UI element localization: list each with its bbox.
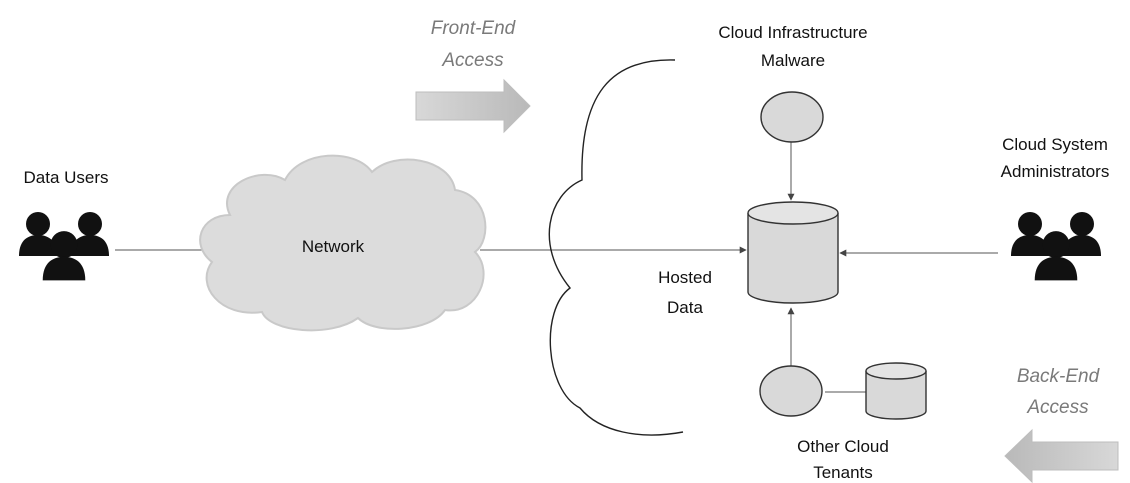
administrators-label-line1: Cloud System bbox=[1002, 135, 1108, 154]
cloud-boundary bbox=[548, 59, 684, 436]
tenant-data-cylinder bbox=[865, 362, 927, 420]
back-end-access-label-line1: Back-End bbox=[1017, 366, 1101, 387]
administrators-icon bbox=[1011, 212, 1101, 281]
front-end-access-label-line2: Access bbox=[441, 50, 504, 71]
front-end-access-label-line1: Front-End bbox=[431, 18, 517, 39]
back-end-access-label-line2: Access bbox=[1026, 397, 1089, 418]
hosted-data-cylinder bbox=[747, 201, 839, 304]
network-label: Network bbox=[302, 237, 365, 256]
data-users-label: Data Users bbox=[23, 168, 108, 187]
malware-label-line2: Malware bbox=[761, 51, 825, 70]
front-end-access-arrow bbox=[415, 78, 531, 134]
data-users-icon bbox=[19, 212, 109, 281]
hosted-data-label-line1: Hosted bbox=[658, 268, 712, 287]
malware-label-line1: Cloud Infrastructure bbox=[718, 23, 867, 42]
network-cloud: Network bbox=[199, 154, 487, 332]
malware-node bbox=[760, 91, 824, 143]
other-tenants-label-line2: Tenants bbox=[813, 463, 873, 482]
other-tenants-label-line1: Other Cloud bbox=[797, 437, 889, 456]
tenant-node bbox=[759, 365, 823, 417]
back-end-access-arrow bbox=[1004, 428, 1119, 483]
administrators-label-line2: Administrators bbox=[1001, 162, 1110, 181]
hosted-data-label-line2: Data bbox=[667, 298, 703, 317]
